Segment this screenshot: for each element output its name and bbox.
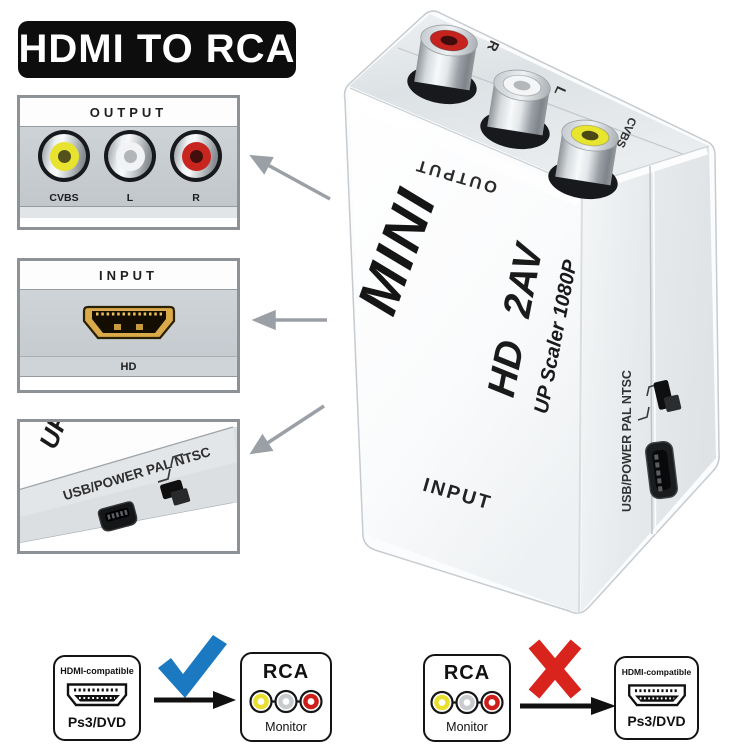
pal-ntsc-switch <box>160 479 191 506</box>
rca-target-caption: Monitor <box>265 719 307 734</box>
panel-bottom-strip <box>20 377 237 390</box>
pal-ntsc-switch <box>653 380 682 412</box>
x-icon <box>528 639 582 699</box>
usb-inset: UP USB/POWER PAL NTSC <box>17 419 240 554</box>
rca-source-title: RCA <box>443 662 491 684</box>
front-side-edge <box>578 187 583 614</box>
divider <box>20 289 237 290</box>
compat-arrow-right <box>520 697 616 715</box>
title-badge: HDMI TO RCA <box>18 21 296 78</box>
compat-arrow-left <box>154 691 236 709</box>
cvbs-jack-label: CVBS <box>49 192 79 204</box>
arrow-to-usb-inset <box>265 404 325 446</box>
right-audio-jack-icon <box>170 130 222 182</box>
check-icon <box>158 635 227 698</box>
page-title: HDMI TO RCA <box>18 27 296 71</box>
pal-ntsc-ticks <box>157 453 184 483</box>
hdmi-port-icon <box>82 305 175 340</box>
cvbs-jack-icon <box>38 130 90 182</box>
divider <box>20 126 237 127</box>
hdmi-plug-icon <box>66 683 128 707</box>
right-jack-label: R <box>192 192 200 204</box>
side-usb-label: USB/POWER PAL NTSC <box>620 370 634 512</box>
input-inset: INPUT HD <box>17 258 240 393</box>
rca-target-box: RCA Monitor <box>240 652 332 742</box>
panel-bottom-strip <box>20 218 237 227</box>
hdmi-target-box: HDMI-compatible Ps3/DVD <box>614 656 699 740</box>
hdmi-source-caption: Ps3/DVD <box>67 714 127 730</box>
divider <box>20 376 237 377</box>
rca-target-title: RCA <box>262 660 310 683</box>
panel-edge-strip <box>20 207 237 218</box>
divider <box>20 206 237 207</box>
rca-jack-red <box>407 24 478 105</box>
hdmi-source-title: HDMI-compatible <box>60 666 134 676</box>
device-side-face <box>581 146 716 612</box>
output-inset: OUTPUT CVBS L R <box>17 95 240 230</box>
hdmi-port-panel <box>20 290 237 356</box>
mini-usb-port <box>645 440 678 500</box>
converter-product-photo: R L CVBS OUTPUT MINI HD 2AV UP Scaler 10… <box>343 10 720 614</box>
mini-usb-port <box>97 501 138 532</box>
rca-plugs-icon <box>430 690 504 715</box>
rca-jack-white <box>480 69 551 150</box>
front-chamfer-highlight <box>352 96 582 206</box>
output-jack-panel: CVBS L R <box>20 127 237 206</box>
rca-source-caption: Monitor <box>446 720 488 734</box>
left-jack-label: L <box>126 192 134 204</box>
arrow-to-output-inset <box>265 162 331 201</box>
top-front-edge <box>349 87 583 188</box>
rca-jack-yellow <box>548 119 619 200</box>
bottom-white-face <box>20 503 237 551</box>
hdmi-target-caption: Ps3/DVD <box>627 713 686 730</box>
hdmi-plug-icon <box>627 683 686 706</box>
usb-inset-graphic: UP USB/POWER PAL NTSC <box>20 422 237 551</box>
output-inset-label: OUTPUT <box>89 104 168 120</box>
hdmi-source-box: HDMI-compatible Ps3/DVD <box>53 655 141 741</box>
device-front-face <box>349 86 583 614</box>
input-inset-label: INPUT <box>99 267 158 283</box>
upper-edge-line <box>20 426 234 491</box>
rca-source-box: RCA Monitor <box>423 654 511 742</box>
hd-port-label: HD <box>120 360 137 373</box>
hdmi-target-title: HDMI-compatible <box>621 666 692 677</box>
rca-plugs-icon <box>249 689 323 714</box>
left-audio-jack-icon <box>104 130 156 182</box>
angled-face-sheen <box>20 427 237 517</box>
